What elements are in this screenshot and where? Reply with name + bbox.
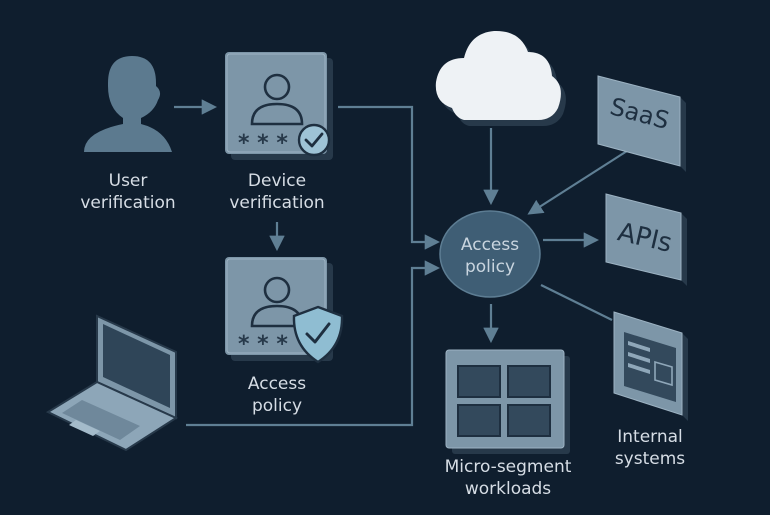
device-label-line2: verification [229,193,325,213]
access-card-label-line1: Access [247,374,307,394]
checkmark-badge-icon [297,123,331,157]
server-panel-icon [624,332,676,402]
connectors [174,99,628,427]
policy-hub-label: Access policy [430,234,550,278]
access-password-mask: * * * [238,332,288,357]
connector-policy-to-internal [540,284,613,321]
access-policy-hub [439,210,541,298]
workload-segment [457,365,501,398]
device-verification-card [225,52,333,160]
apis-block: APIs [605,193,687,286]
internal-label-line2: systems [614,449,686,469]
device-verification-label: Device verification [207,170,347,214]
access-card-label: Access policy [207,373,347,417]
access-policy-card [225,257,344,364]
arrow-saas-to-policy [527,150,628,215]
user-verification-label: User verification [58,170,198,214]
workloads-label-line2: workloads [464,479,552,499]
access-card-label-line2: policy [251,396,303,416]
workload-segment [507,404,551,437]
device-password-mask: * * * [238,131,288,156]
internal-systems-label: Internal systems [590,426,710,470]
arrow-laptop-to-policy [186,260,441,427]
policy-hub-label-line2: policy [464,257,516,277]
cloud-icon [435,30,566,126]
workloads-label: Micro-segment workloads [428,456,588,500]
saas-block: SaaS [597,75,686,172]
shield-check-icon [292,305,344,364]
device-label-line1: Device [247,171,307,191]
workload-segment [507,365,551,398]
laptop-icon [45,314,179,452]
workloads-label-line1: Micro-segment [444,457,572,477]
user-label-line2: verification [80,193,176,213]
internal-systems-block [613,311,688,421]
user-icon [84,56,172,152]
micro-segment-workloads-block [445,349,570,454]
policy-hub-label-line1: Access [460,235,520,255]
user-label-line1: User [108,171,148,191]
user-avatar-icon [250,73,304,126]
workload-segment [457,404,501,437]
internal-label-line1: Internal [617,427,683,447]
arrow-device-to-policy [338,105,441,250]
